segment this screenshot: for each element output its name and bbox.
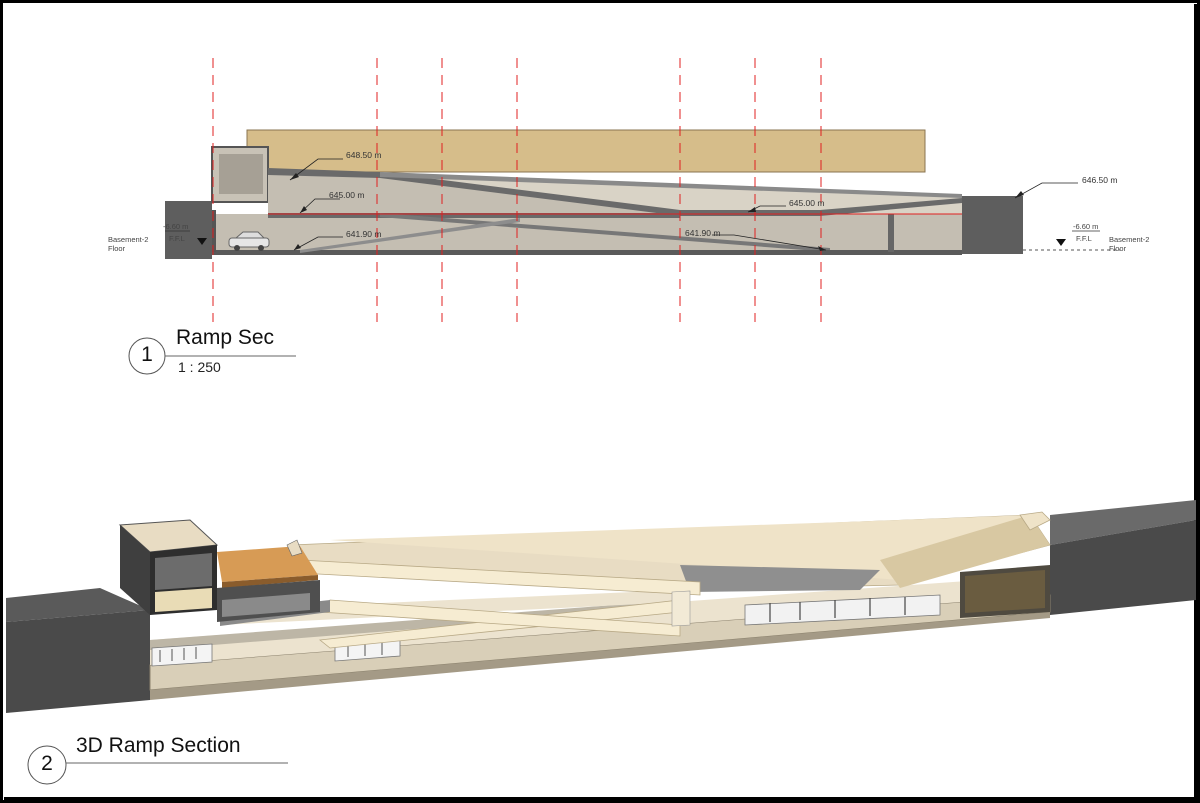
view-1-scale: 1 : 250 (178, 359, 221, 375)
iso-tower-side (120, 525, 150, 615)
left-edge-column (212, 210, 216, 252)
basement-floor-slab (212, 250, 962, 255)
level-left-name: Basement-2 (108, 235, 149, 244)
level-right-name: Basement-2 (1109, 235, 1150, 244)
iso-upper-ramp-shadow (680, 565, 880, 592)
iso-base-slab-edge (150, 612, 1050, 700)
car-icon (228, 231, 270, 251)
level-right-sub: Floor (1109, 244, 1127, 253)
level-marker-left-icon (197, 238, 207, 245)
upper-ramp-body-left (268, 172, 680, 214)
view-2-number: 2 (41, 752, 53, 775)
iso-right-ground-side (1050, 520, 1196, 615)
elevation-label-646-50: 646.50 m (1082, 175, 1118, 185)
left-upper-box-inner (219, 154, 263, 194)
level-left-sub: Floor (108, 244, 126, 253)
iso-upper-ramp-light (330, 515, 1030, 580)
grid-lines (212, 58, 822, 322)
elevation-label-641-90-left: 641.90 m (346, 229, 382, 239)
iso-orange-slab-edge (222, 575, 318, 588)
iso-ramp-end (880, 515, 1050, 588)
ramp-section-2d (165, 58, 1120, 322)
view-1-title: Ramp Sec (176, 326, 275, 349)
ramp-slab-diagonal (300, 218, 520, 253)
level-left-value: -6.60 m (163, 222, 189, 231)
iso-tower-opening-upper (155, 553, 212, 590)
level-right-value: -6.60 m (1073, 222, 1099, 231)
iso-left-ground-side (6, 610, 150, 713)
view-2-title: 3D Ramp Section (76, 734, 241, 757)
level-left-ffl: F.F.L (169, 234, 185, 243)
iso-right-ground-top (1050, 500, 1196, 545)
iso-ramp-tip (1019, 511, 1051, 531)
elevation-label-645-left: 645.00 m (329, 190, 365, 200)
upper-ramp-body-right (380, 172, 962, 214)
ramp-section-3d (6, 500, 1196, 713)
elevation-arrow-heads (290, 173, 1024, 251)
iso-right-room-inner (965, 570, 1045, 613)
ramp-slab-upper (268, 168, 680, 216)
iso-left-ground-top (6, 588, 150, 622)
iso-mid-floor (220, 590, 680, 625)
iso-parapet (286, 539, 303, 557)
view-1-number: 1 (141, 343, 153, 366)
elevation-label-648-50: 648.50 m (346, 150, 382, 160)
view-2-number-bubble (27, 745, 67, 785)
ramp-slab-top (380, 172, 962, 198)
right-wall-block (962, 196, 1023, 254)
left-wall-block (165, 201, 212, 259)
iso-parking-bays-upper (744, 594, 941, 626)
level-right-ffl: F.F.L (1076, 234, 1092, 243)
top-beam (246, 129, 926, 173)
level-marker-right-icon (1056, 239, 1066, 246)
elevation-label-641-90-right: 641.90 m (685, 228, 721, 238)
inner-column (888, 214, 894, 252)
iso-left-mid-inner (222, 593, 310, 617)
iso-tower-opening-lower (155, 588, 212, 612)
elevation-label-645-right: 645.00 m (789, 198, 825, 208)
iso-column (671, 590, 691, 627)
iso-lower-floor-strip (150, 600, 680, 650)
